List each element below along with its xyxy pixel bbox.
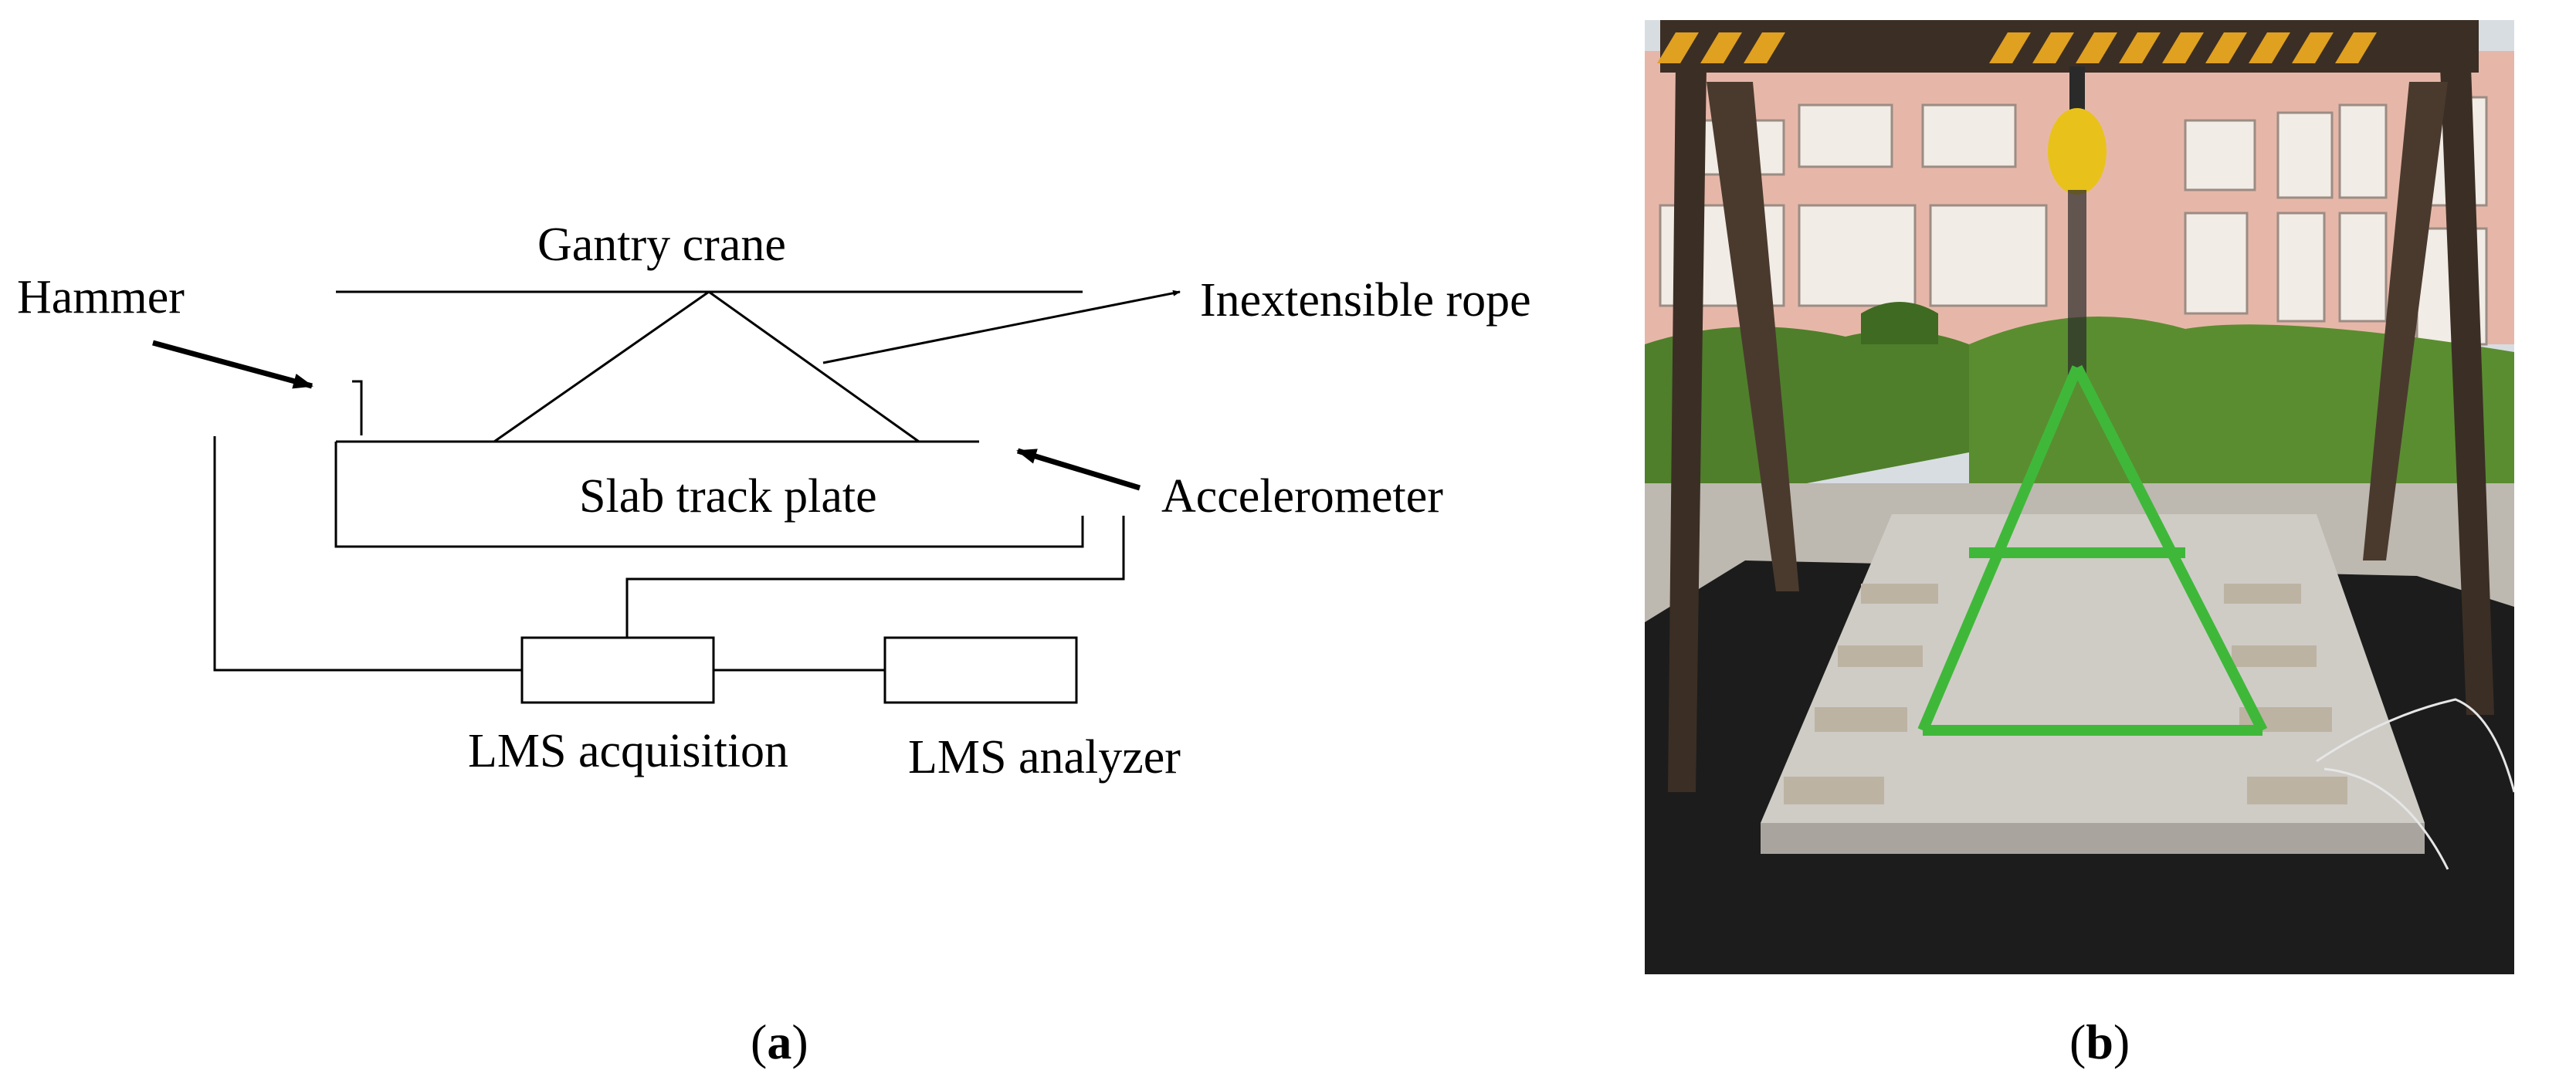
gantry-top-beam	[1660, 20, 2479, 73]
accelerometer-wire	[625, 516, 1125, 638]
rope-left-line	[493, 290, 710, 443]
slab-outline	[334, 442, 1084, 548]
caption-a: (a)	[751, 1014, 808, 1069]
lms-acquisition-label: LMS acquisition	[468, 725, 789, 777]
hoist-block	[2048, 108, 2107, 195]
rope-pointer-arrow	[822, 290, 1181, 364]
gantry-right-leg	[2440, 66, 2494, 715]
slab-track-plate-label: Slab track plate	[579, 470, 877, 523]
hammer-wire	[213, 436, 522, 672]
photo-illustration	[1645, 20, 2514, 974]
gantry-left-leg	[1668, 66, 1707, 792]
lms-analyzer-box	[883, 636, 1078, 704]
hammer-arrow	[152, 340, 314, 389]
green-straps	[1917, 364, 2268, 736]
lms-analyzer-label: LMS analyzer	[908, 731, 1181, 784]
inextensible-rope-label: Inextensible rope	[1200, 274, 1531, 327]
caption-b: (b)	[2069, 1014, 2130, 1069]
schematic-panel: Gantry crane Hammer Inextensible rope Sl…	[17, 218, 1531, 1069]
rope-right-line	[708, 290, 920, 443]
lms-acquisition-box	[520, 636, 715, 704]
hedge-left	[1645, 327, 1969, 514]
accelerometer-arrow	[1016, 448, 1141, 491]
hammer-mark	[352, 380, 363, 435]
schematic-drawing	[152, 290, 1181, 704]
hammer-label: Hammer	[17, 271, 185, 323]
test-setup-photo	[1645, 20, 2514, 974]
gantry-crane-label: Gantry crane	[537, 218, 786, 271]
caption-b-letter: b	[2086, 1014, 2113, 1069]
caption-a-letter: a	[767, 1014, 792, 1069]
accelerometer-label: Accelerometer	[1161, 470, 1443, 523]
